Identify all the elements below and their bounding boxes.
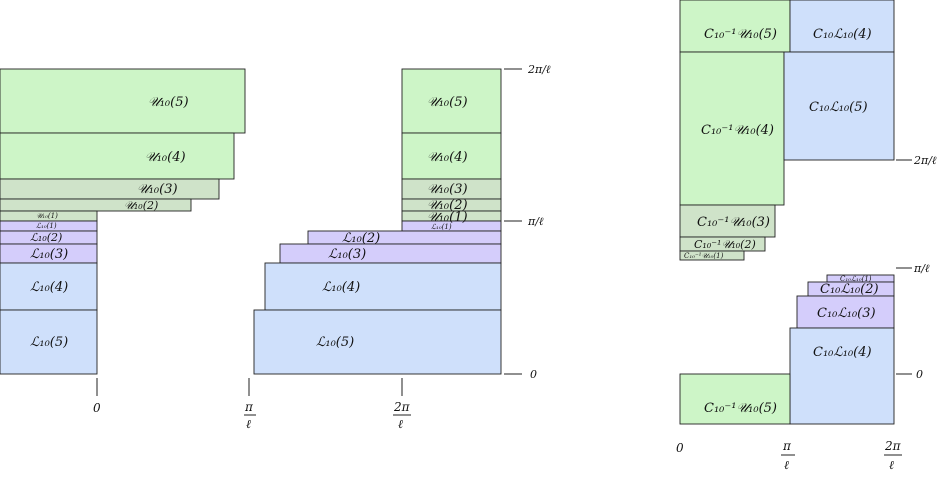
panel-right-CinvU5-bottom: [679, 373, 791, 425]
panel-right-x-2pi-den: ℓ: [889, 458, 894, 472]
panel-middle-U5: [401, 68, 502, 134]
panel-middle-axis-0-label: 0: [530, 368, 537, 381]
panel-middle-L3: [279, 243, 502, 264]
panel-middle-axis-2pi-label: 2π/ℓ: [527, 63, 551, 76]
panel-left-L5-label: ℒ₁₀(5): [30, 335, 68, 350]
panel-right-CL3-label: C₁₀ℒ₁₀(3): [817, 306, 876, 321]
panel-right-axis-pi-label: π/ℓ: [913, 262, 930, 275]
panel-middle-tick-2pi-den: ℓ: [398, 417, 403, 431]
panel-left-U5: [0, 68, 246, 134]
panel-right-CinvU3: [679, 204, 776, 238]
panel-left-tick-pi-den: ℓ: [246, 417, 251, 431]
panel-left-U4: [0, 132, 235, 180]
panel-left-L2-label: ℒ₁₀(2): [30, 231, 62, 244]
panel-middle-U1-label: 𝒰₁₀(1): [427, 210, 468, 225]
panel-right-CL5-top-label: C₁₀ℒ₁₀(5): [809, 100, 868, 115]
panel-right-CinvU3-label: C₁₀⁻¹𝒰₁₀(3): [697, 215, 770, 230]
panel-left-L1-label: ℒ₁₀(1): [36, 222, 57, 230]
panel-middle-axis-pi-label: π/ℓ: [527, 215, 544, 228]
panel-middle-L5-label: ℒ₁₀(5): [316, 335, 354, 350]
panel-right-x-pi-num: π: [782, 439, 792, 453]
panel-left-U3-label: 𝒰₁₀(3): [137, 182, 178, 197]
panel-right-CinvU4: [679, 51, 785, 206]
panel-left-U4-label: 𝒰₁₀(4): [145, 150, 186, 165]
panel-middle-U4-label: 𝒰₁₀(4): [427, 150, 468, 165]
panel-right-CL4-bottom-label: C₁₀ℒ₁₀(4): [813, 345, 872, 360]
panel-middle-U5-label: 𝒰₁₀(5): [427, 95, 468, 110]
panel-right-CL1-label: C₁₀ℒ₁₀(1): [840, 275, 872, 283]
panel-right-CL4-bottom: [789, 327, 895, 425]
panel-middle-U2-label: 𝒰₁₀(2): [427, 198, 468, 213]
panel-middle-L2-label: ℒ₁₀(2): [342, 231, 380, 246]
panel-right-CinvU5-top-label: C₁₀⁻¹𝒰₁₀(5): [704, 27, 777, 42]
panel-right-axis-0-label: 0: [916, 368, 923, 381]
panel-right-CL4-top-label: C₁₀ℒ₁₀(4): [813, 27, 872, 42]
panel-middle: 𝒰₁₀(5) 𝒰₁₀(4) 𝒰₁₀(3) 𝒰₁₀(2) 𝒰₁₀(1) ℒ₁₀(1…: [253, 63, 551, 431]
panel-right-CinvU1-label: C₁₀⁻¹𝒰₁₀(1): [684, 252, 724, 260]
panel-left: 𝒰₁₀(5) 𝒰₁₀(4) 𝒰₁₀(3) 𝒰₁₀(2) 𝒰₁₀(1) ℒ₁₀(1…: [0, 68, 256, 431]
panel-middle-L4: [264, 262, 502, 311]
panel-left-tick-pi-num: π: [244, 400, 254, 414]
panel-right-CL5-top: [783, 51, 895, 161]
panel-middle-tick-2pi-num: 2π: [393, 400, 411, 414]
panel-right-axis-2pi-label: 2π/ℓ: [913, 154, 937, 167]
panel-right-CL4-top: [789, 0, 895, 53]
panel-left-U2-label: 𝒰₁₀(2): [124, 199, 158, 212]
panel-left-L5: [0, 309, 98, 375]
panel-right-x-0: 0: [676, 441, 684, 455]
panel-left-tick-0-label: 0: [93, 401, 101, 415]
panel-left-U1-label: 𝒰₁₀(1): [36, 212, 58, 220]
panel-right-x-2pi-num: 2π: [884, 439, 902, 453]
panel-middle-L2: [307, 230, 502, 245]
panel-right-CL3: [796, 295, 895, 329]
panel-left-L4-label: ℒ₁₀(4): [30, 280, 68, 295]
panel-right-x-pi-den: ℓ: [784, 458, 789, 472]
panel-middle-L5: [253, 309, 502, 375]
panel-right-CinvU2-label: C₁₀⁻¹𝒰₁₀(2): [694, 238, 756, 251]
panel-middle-L1-label: ℒ₁₀(1): [431, 223, 452, 231]
panel-right-CinvU4-label: C₁₀⁻¹𝒰₁₀(4): [701, 123, 774, 138]
panel-middle-U4: [401, 132, 502, 180]
panel-left-U3: [0, 178, 220, 200]
panel-right-CinvU5-top: [679, 0, 791, 53]
panel-middle-U3-label: 𝒰₁₀(3): [427, 182, 468, 197]
panel-left-U5-label: 𝒰₁₀(5): [148, 95, 189, 110]
panel-right-CL2-label: C₁₀ℒ₁₀(2): [820, 282, 879, 297]
panel-left-U2: [0, 198, 192, 212]
panel-right-CinvU1: [679, 250, 745, 261]
panel-middle-L4-label: ℒ₁₀(4): [322, 280, 360, 295]
panel-right-CinvU5-bottom-label: C₁₀⁻¹𝒰₁₀(5): [704, 401, 777, 416]
panel-left-L3-label: ℒ₁₀(3): [30, 247, 68, 262]
panel-right: C₁₀⁻¹𝒰₁₀(5) C₁₀ℒ₁₀(4) C₁₀⁻¹𝒰₁₀(4) C₁₀ℒ₁₀…: [676, 0, 937, 472]
panel-left-L4: [0, 262, 98, 311]
panel-middle-L3-label: ℒ₁₀(3): [328, 247, 366, 262]
